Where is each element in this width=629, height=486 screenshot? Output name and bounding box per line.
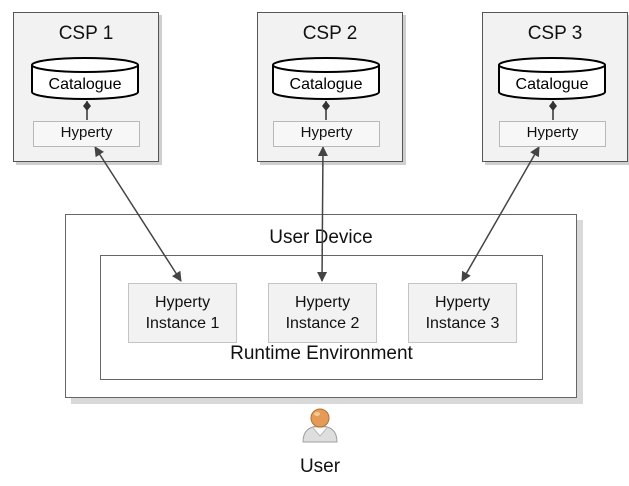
instance-1-line2: Instance 1 (145, 315, 220, 332)
catalogue-connector-2 (322, 101, 330, 120)
csp-1-hyperty: Hyperty (33, 121, 140, 147)
csp-3-catalogue-label: Catalogue (516, 76, 589, 93)
csp-3-title: CSP 3 (527, 23, 583, 44)
instance-2-line1: Hyperty (294, 294, 351, 311)
csp-1-title: CSP 1 (58, 23, 114, 44)
csp-2-title: CSP 2 (302, 23, 358, 44)
arrow-csp1-instance1 (94, 146, 182, 282)
hyperty-instance-1: Hyperty Instance 1 (128, 283, 237, 343)
csp-1-catalogue-label: Catalogue (49, 76, 122, 93)
csp-2-catalogue: Catalogue (272, 57, 380, 100)
arrow-csp2-instance2 (317, 146, 328, 282)
hyperty-instance-2: Hyperty Instance 2 (268, 283, 377, 343)
instance-2-line2: Instance 2 (285, 315, 360, 332)
hyperty-instance-3: Hyperty Instance 3 (408, 283, 517, 343)
user-label: User (299, 456, 341, 477)
arrow-csp3-instance3 (461, 146, 540, 282)
runtime-environment-label: Runtime Environment (230, 343, 413, 364)
csp-3-hyperty: Hyperty (499, 121, 606, 147)
catalogue-connector-1 (83, 101, 91, 120)
catalogue-connector-3 (549, 101, 557, 120)
instance-3-line2: Instance 3 (425, 315, 500, 332)
csp-3-catalogue: Catalogue (498, 57, 606, 100)
csp-2-catalogue-label: Catalogue (290, 76, 363, 93)
csp-1-catalogue: Catalogue (31, 57, 139, 100)
instance-1-line1: Hyperty (154, 294, 211, 311)
user-icon (302, 408, 338, 443)
csp-2-hyperty: Hyperty (273, 121, 380, 147)
instance-3-line1: Hyperty (434, 294, 491, 311)
